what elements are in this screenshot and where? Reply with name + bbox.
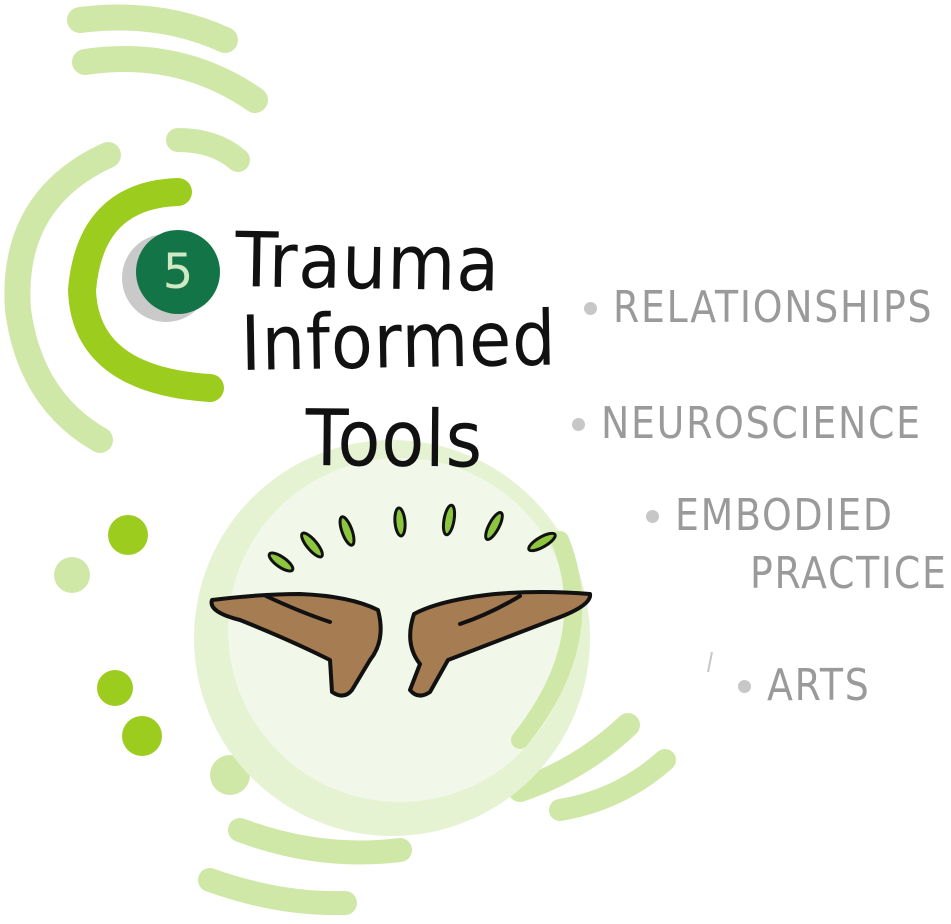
- right-lower-arc-1: [508, 713, 640, 802]
- ray-4: [393, 506, 407, 538]
- dot-lime-2: [97, 670, 133, 706]
- decorative-arcs: [4, 4, 676, 916]
- bullet-embodied-practice: EMBODIED: [646, 494, 929, 538]
- dot-lime-1: [108, 515, 148, 555]
- bottom-arc-2: [198, 868, 357, 916]
- ray-6: [484, 511, 504, 541]
- bullet-label: EMBODIED: [675, 490, 894, 541]
- left-thumb: [264, 594, 332, 624]
- decorative-dots: [54, 515, 250, 795]
- ray-1: [267, 551, 295, 573]
- bullet-label: NEUROSCIENCE: [601, 398, 922, 449]
- ray-5: [441, 503, 457, 537]
- title-line-informed: Informed: [239, 293, 558, 388]
- right-thumb: [458, 594, 522, 626]
- right-lower-arc-2: [549, 749, 676, 821]
- bullet-neuroscience: NEUROSCIENCE: [572, 402, 951, 446]
- bullet-label: ARTS: [767, 660, 871, 711]
- open-hands-icon: [209, 590, 593, 698]
- bullet-dot-icon: [738, 679, 751, 693]
- left-hand: [209, 592, 383, 698]
- left-big-arc: [4, 142, 121, 453]
- dot-lime-3: [122, 716, 162, 756]
- top-arc-1: [67, 4, 238, 53]
- title-line-tools: Tools: [305, 394, 484, 486]
- bullet-dot-icon: [572, 417, 585, 431]
- bullet-label-continued: PRACTICE: [750, 548, 948, 599]
- badge-number: 5: [162, 244, 194, 300]
- glow-circle-rim: [511, 531, 583, 749]
- bullet-label: RELATIONSHIPS: [613, 282, 934, 333]
- title-line-trauma: Trauma: [234, 215, 501, 309]
- ray-2: [300, 531, 324, 559]
- bullet-arts: ARTS: [738, 664, 887, 708]
- bullet-relationships: RELATIONSHIPS: [584, 286, 951, 330]
- badge-circle: [136, 230, 220, 314]
- radiating-lines-icon: [267, 503, 557, 573]
- bottom-arc-1: [228, 818, 412, 865]
- ray-7: [527, 531, 557, 553]
- bullet-dot-icon: [646, 509, 659, 523]
- dot-light-2: [210, 755, 250, 795]
- bullet-dot-icon: [584, 301, 597, 315]
- lime-c-arc: [67, 178, 224, 402]
- ray-3: [338, 515, 356, 547]
- top-arc-3: [166, 128, 250, 172]
- stray-mark: [707, 651, 713, 673]
- top-arc-2: [72, 46, 268, 113]
- dot-light-1: [54, 557, 90, 593]
- right-hand: [408, 590, 593, 698]
